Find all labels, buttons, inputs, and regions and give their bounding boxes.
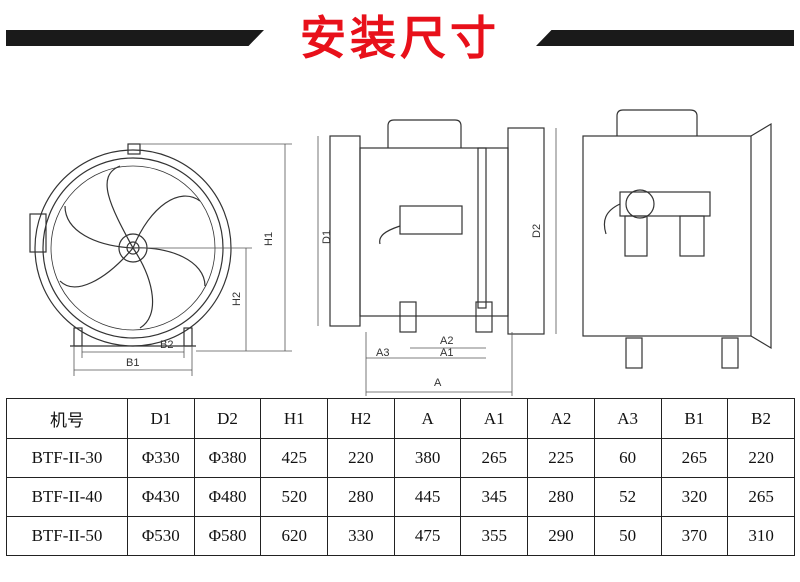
- label-a: A: [434, 377, 442, 389]
- label-h2: H2: [231, 292, 243, 306]
- table-header-cell: 机号: [6, 398, 128, 439]
- rear-flange: [750, 122, 772, 350]
- fan-blade: [106, 165, 134, 249]
- drawings-svg: H1 H2 B1 B2 D1 D2 A A1: [29, 109, 772, 396]
- table-cell: BTF-II-30: [6, 438, 128, 478]
- side-dimensions: [317, 128, 557, 396]
- table-cell: 330: [327, 516, 395, 556]
- fan-blade: [132, 247, 154, 329]
- table-cell: 52: [593, 477, 662, 517]
- table-cell: Φ430: [127, 477, 195, 517]
- table-cell: BTF-II-40: [6, 477, 128, 517]
- rear-foot-right: [721, 337, 739, 369]
- fan-blade: [59, 247, 134, 288]
- label-a1: A1: [440, 347, 453, 359]
- table-cell: 225: [527, 438, 595, 478]
- side-junction-box: [29, 213, 47, 253]
- front-dimensions: [73, 143, 292, 376]
- table-cell: 265: [660, 438, 729, 478]
- side-view: [329, 119, 545, 335]
- side-foot-right: [475, 301, 493, 333]
- rear-handle: [616, 109, 698, 136]
- table-header-cell: B1: [660, 398, 729, 439]
- label-a3: A3: [376, 347, 389, 359]
- side-motor-box: [399, 205, 463, 235]
- table-cell: 290: [527, 516, 595, 556]
- installation-drawings: H1 H2 B1 B2 D1 D2 A A1: [0, 96, 800, 396]
- table-cell: Φ580: [193, 516, 262, 556]
- table-cell: 60: [593, 438, 662, 478]
- table-row: BTF-II-40 Φ430 Φ480 520 280 445 345 280 …: [6, 477, 795, 517]
- table-header-cell: A2: [527, 398, 595, 439]
- table-header-cell: H1: [260, 398, 329, 439]
- table-cell: 265: [460, 438, 529, 478]
- table-cell: 280: [327, 477, 395, 517]
- label-b1: B1: [126, 357, 139, 369]
- table-cell: 310: [727, 516, 795, 556]
- table-cell: 320: [660, 477, 729, 517]
- table-cell: 355: [460, 516, 529, 556]
- table-cell: 475: [393, 516, 462, 556]
- front-view: [29, 143, 232, 347]
- side-rib: [477, 147, 487, 309]
- table-row: BTF-II-50 Φ530 Φ580 620 330 475 355 290 …: [6, 516, 795, 556]
- label-d2: D2: [531, 224, 543, 238]
- rear-motor-box: [619, 191, 711, 217]
- table-header-cell: H2: [327, 398, 395, 439]
- table-cell: 280: [527, 477, 595, 517]
- table-cell: 445: [393, 477, 462, 517]
- rear-body: [582, 135, 752, 337]
- fan-blade: [64, 205, 134, 249]
- table-row: BTF-II-30 Φ330 Φ380 425 220 380 265 225 …: [6, 438, 795, 478]
- side-flange-right: [507, 127, 545, 335]
- table-header-cell: A: [393, 398, 462, 439]
- label-b2: B2: [160, 339, 173, 351]
- specs-table: 机号 D1 D2 H1 H2 A A1 A2 A3 B1 B2 BTF-II-3…: [6, 398, 795, 556]
- label-d1: D1: [321, 230, 333, 244]
- table-header-cell: D1: [127, 398, 195, 439]
- table-cell: BTF-II-50: [6, 516, 128, 556]
- rear-motor-left: [624, 215, 648, 257]
- table-cell: 220: [327, 438, 395, 478]
- table-header-cell: A1: [460, 398, 529, 439]
- table-cell: 425: [260, 438, 329, 478]
- table-cell: 265: [727, 477, 795, 517]
- table-cell: Φ330: [127, 438, 195, 478]
- side-flange-left: [329, 135, 361, 327]
- label-h1: H1: [263, 232, 275, 246]
- rear-motor-cap: [625, 189, 655, 219]
- table-cell: Φ480: [193, 477, 262, 517]
- header-bar-right: [536, 30, 794, 46]
- table-cell: 380: [393, 438, 462, 478]
- table-header-cell: A3: [593, 398, 662, 439]
- table-header-cell: B2: [727, 398, 795, 439]
- rear-cable: [603, 203, 621, 235]
- table-cell: 220: [727, 438, 795, 478]
- table-cell: 50: [593, 516, 662, 556]
- side-handle: [387, 119, 462, 148]
- header-bar-left: [6, 30, 264, 46]
- side-foot-left: [399, 301, 417, 333]
- rear-foot-left: [625, 337, 643, 369]
- fan-blade: [132, 195, 201, 249]
- table-cell: 370: [660, 516, 729, 556]
- table-cell: Φ380: [193, 438, 262, 478]
- table-cell: Φ530: [127, 516, 195, 556]
- table-cell: 345: [460, 477, 529, 517]
- rear-motor-right: [679, 215, 705, 257]
- label-a2: A2: [440, 335, 453, 347]
- table-cell: 520: [260, 477, 329, 517]
- header: 安装尺寸: [0, 0, 800, 80]
- table-cell: 620: [260, 516, 329, 556]
- page-title: 安装尺寸: [300, 11, 500, 65]
- top-bolt: [127, 143, 141, 155]
- table-header-cell: D2: [193, 398, 262, 439]
- side-cable: [379, 225, 401, 245]
- table-header-row: 机号 D1 D2 H1 H2 A A1 A2 A3 B1 B2: [6, 398, 795, 439]
- rear-view: [582, 109, 772, 369]
